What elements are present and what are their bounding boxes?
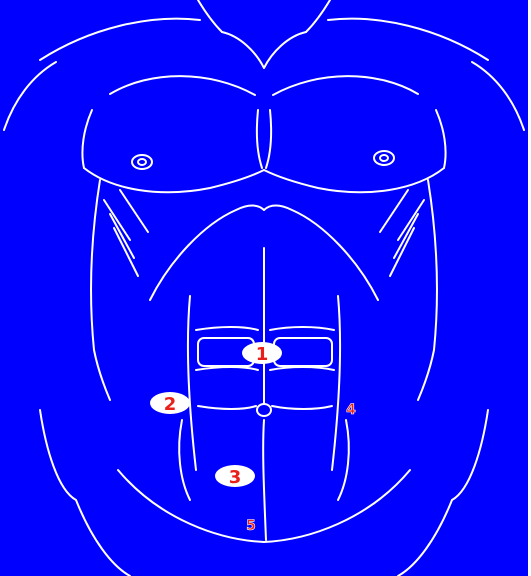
marker-2-label: 2 — [164, 394, 177, 415]
marker-1-label: 1 — [256, 344, 269, 365]
marker-4-label: 4 — [346, 402, 356, 418]
marker-4: 4 — [346, 402, 356, 418]
marker-5-label: 5 — [246, 518, 256, 534]
marker-3-label: 3 — [229, 467, 242, 488]
marker-5: 5 — [246, 518, 256, 534]
